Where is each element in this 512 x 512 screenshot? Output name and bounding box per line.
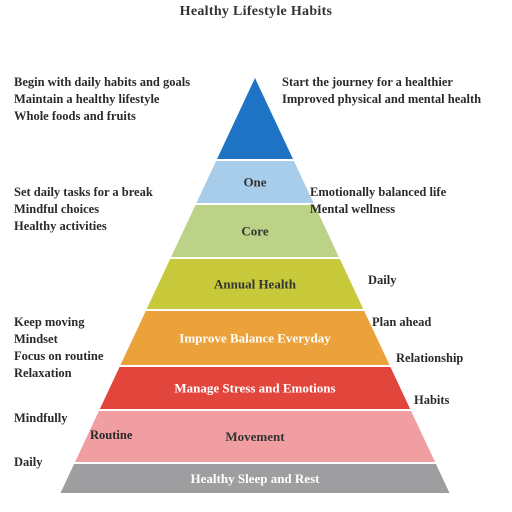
note-line: Whole foods and fruits: [14, 108, 190, 125]
note-line: Start the journey for a healthier: [282, 74, 481, 91]
note-line: Relationship: [396, 350, 463, 367]
note-line: Mindset: [14, 331, 103, 348]
overlay-label: Routine: [90, 427, 132, 443]
note-line: Emotionally balanced life: [310, 184, 446, 201]
right-notes-block-2: Emotionally balanced life Mental wellnes…: [310, 184, 446, 218]
note-line: Improved physical and mental health: [282, 91, 481, 108]
note-line: Healthy activities: [14, 218, 153, 235]
note-line: Maintain a healthy lifestyle: [14, 91, 190, 108]
left-notes-block-2: Set daily tasks for a break Mindful choi…: [14, 184, 153, 235]
note-line: Habits: [414, 392, 449, 409]
pyramid-tier-7-label: Movement: [225, 429, 285, 444]
note-line: Mental wellness: [310, 201, 446, 218]
left-notes-block-4: Mindfully: [14, 410, 68, 427]
note-line: Mindfully: [14, 410, 68, 427]
pyramid-tier-6-label: Manage Stress and Emotions: [174, 381, 335, 396]
left-notes-block-5: Daily: [14, 454, 42, 471]
left-notes-block-3: Keep moving Mindset Focus on routine Rel…: [14, 314, 103, 382]
left-notes-block-1: Begin with daily habits and goals Mainta…: [14, 74, 190, 125]
pyramid-tier-8-label: Healthy Sleep and Rest: [191, 471, 321, 486]
note-line: Daily: [368, 272, 396, 289]
right-notes-block-1: Start the journey for a healthier Improv…: [282, 74, 481, 108]
note-line: Relaxation: [14, 365, 103, 382]
pyramid-tier-3-label: Core: [241, 224, 268, 239]
right-notes-block-5: Relationship: [396, 350, 463, 367]
pyramid-tier-4-label: Annual Health: [214, 277, 297, 292]
note-line: Keep moving: [14, 314, 103, 331]
note-line: Mindful choices: [14, 201, 153, 218]
right-notes-block-3: Daily: [368, 272, 396, 289]
note-line: Focus on routine: [14, 348, 103, 365]
note-line: Daily: [14, 454, 42, 471]
right-notes-block-4: Plan ahead: [372, 314, 431, 331]
right-notes-block-6: Habits: [414, 392, 449, 409]
pyramid-tier-2-label: One: [243, 175, 266, 190]
pyramid-tier-5-label: Improve Balance Everyday: [179, 331, 331, 346]
note-line: Begin with daily habits and goals: [14, 74, 190, 91]
note-line: Plan ahead: [372, 314, 431, 331]
note-line: Set daily tasks for a break: [14, 184, 153, 201]
